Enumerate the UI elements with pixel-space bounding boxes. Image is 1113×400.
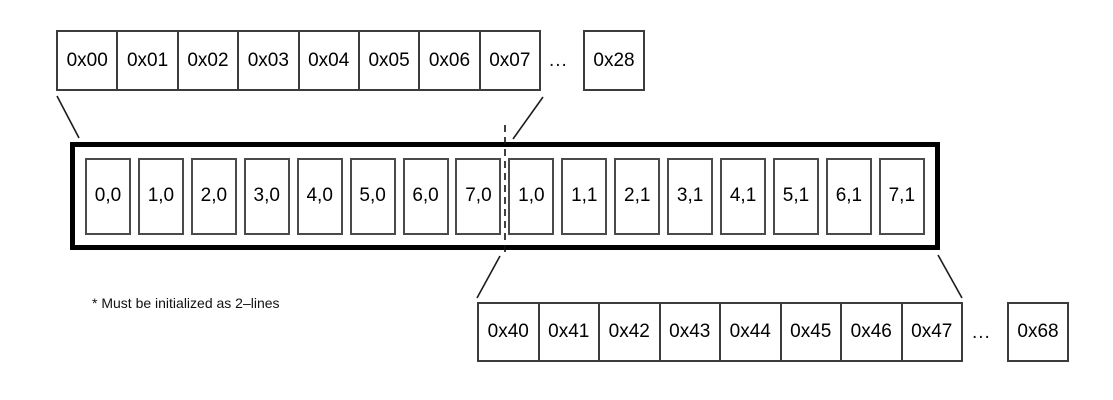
top-address-cell: 0x01	[118, 32, 179, 89]
cache-cell: 5,0	[349, 157, 396, 235]
cache-cell: 5,1	[772, 157, 819, 235]
bottom-address-cell: 0x42	[600, 304, 661, 360]
bottom-ellipsis: ...	[972, 322, 991, 343]
top-address-cell: 0x06	[420, 32, 481, 89]
cache-cell: 7,1	[878, 157, 925, 235]
top-address-cell: 0x04	[299, 32, 360, 89]
bottom-address-cell: 0x44	[721, 304, 782, 360]
footnote: * Must be initialized as 2–lines	[92, 295, 280, 311]
bottom-extra-address-cell: 0x68	[1007, 302, 1069, 362]
bottom-address-cell: 0x43	[660, 304, 721, 360]
cache-cell: 6,1	[825, 157, 872, 235]
top-address-cell: 0x03	[239, 32, 300, 89]
bottom-address-cell: 0x40	[479, 304, 540, 360]
cache-cell: 4,0	[296, 157, 343, 235]
top-extra-address-cell: 0x28	[583, 30, 645, 91]
bottom-address-cell: 0x47	[902, 304, 961, 360]
cache-cell: 3,1	[667, 157, 714, 235]
cache-cell: 7,0	[455, 157, 502, 235]
cache-cell: 3,0	[243, 157, 290, 235]
connector-bottom-left	[476, 255, 501, 299]
cache-cell: 2,0	[190, 157, 237, 235]
bottom-address-cell: 0x45	[781, 304, 842, 360]
top-ellipsis: ...	[549, 50, 568, 71]
cache-cell: 1,0	[508, 157, 555, 235]
bottom-address-cell: 0x46	[842, 304, 903, 360]
cache-cell: 1,0	[137, 157, 184, 235]
top-address-cell: 0x02	[178, 32, 240, 89]
bottom-address-cell: 0x41	[539, 304, 600, 360]
top-address-cell: 0x07	[480, 32, 539, 89]
connector-top-right	[512, 96, 544, 140]
cache-cell: 6,0	[402, 157, 449, 235]
connector-bottom-right	[937, 254, 963, 299]
cache-cell: 4,1	[720, 157, 767, 235]
connector-top-left	[56, 95, 80, 139]
cache-cell: 1,1	[561, 157, 608, 235]
top-address-cell: 0x00	[58, 32, 119, 89]
cache-cell: 0,0	[85, 157, 131, 235]
cache-cell: 2,1	[614, 157, 661, 235]
top-address-cell: 0x05	[359, 32, 421, 89]
